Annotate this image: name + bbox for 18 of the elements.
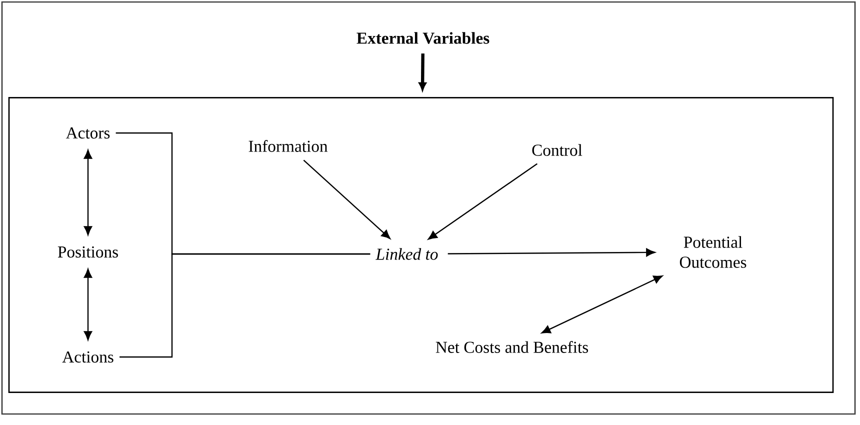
label-text: Net Costs and Benefits (436, 341, 588, 353)
label-text: Positions (58, 246, 118, 258)
frame-box (8, 97, 834, 393)
label-text: Actors (66, 127, 110, 139)
label-text: Linked to (376, 248, 438, 260)
label-text: Control (532, 144, 582, 156)
bracket-line (120, 253, 370, 358)
arrow (428, 163, 538, 240)
label-text: Information (248, 140, 328, 152)
label-text: Potential Outcomes (680, 236, 746, 268)
arrow (448, 248, 656, 257)
arrow (303, 160, 390, 239)
arrow (418, 54, 426, 90)
arrow (84, 268, 92, 340)
label-text: Actions (62, 351, 114, 363)
arrow (541, 276, 663, 334)
arrow (84, 150, 92, 236)
heading-text: External Variables (356, 32, 490, 44)
